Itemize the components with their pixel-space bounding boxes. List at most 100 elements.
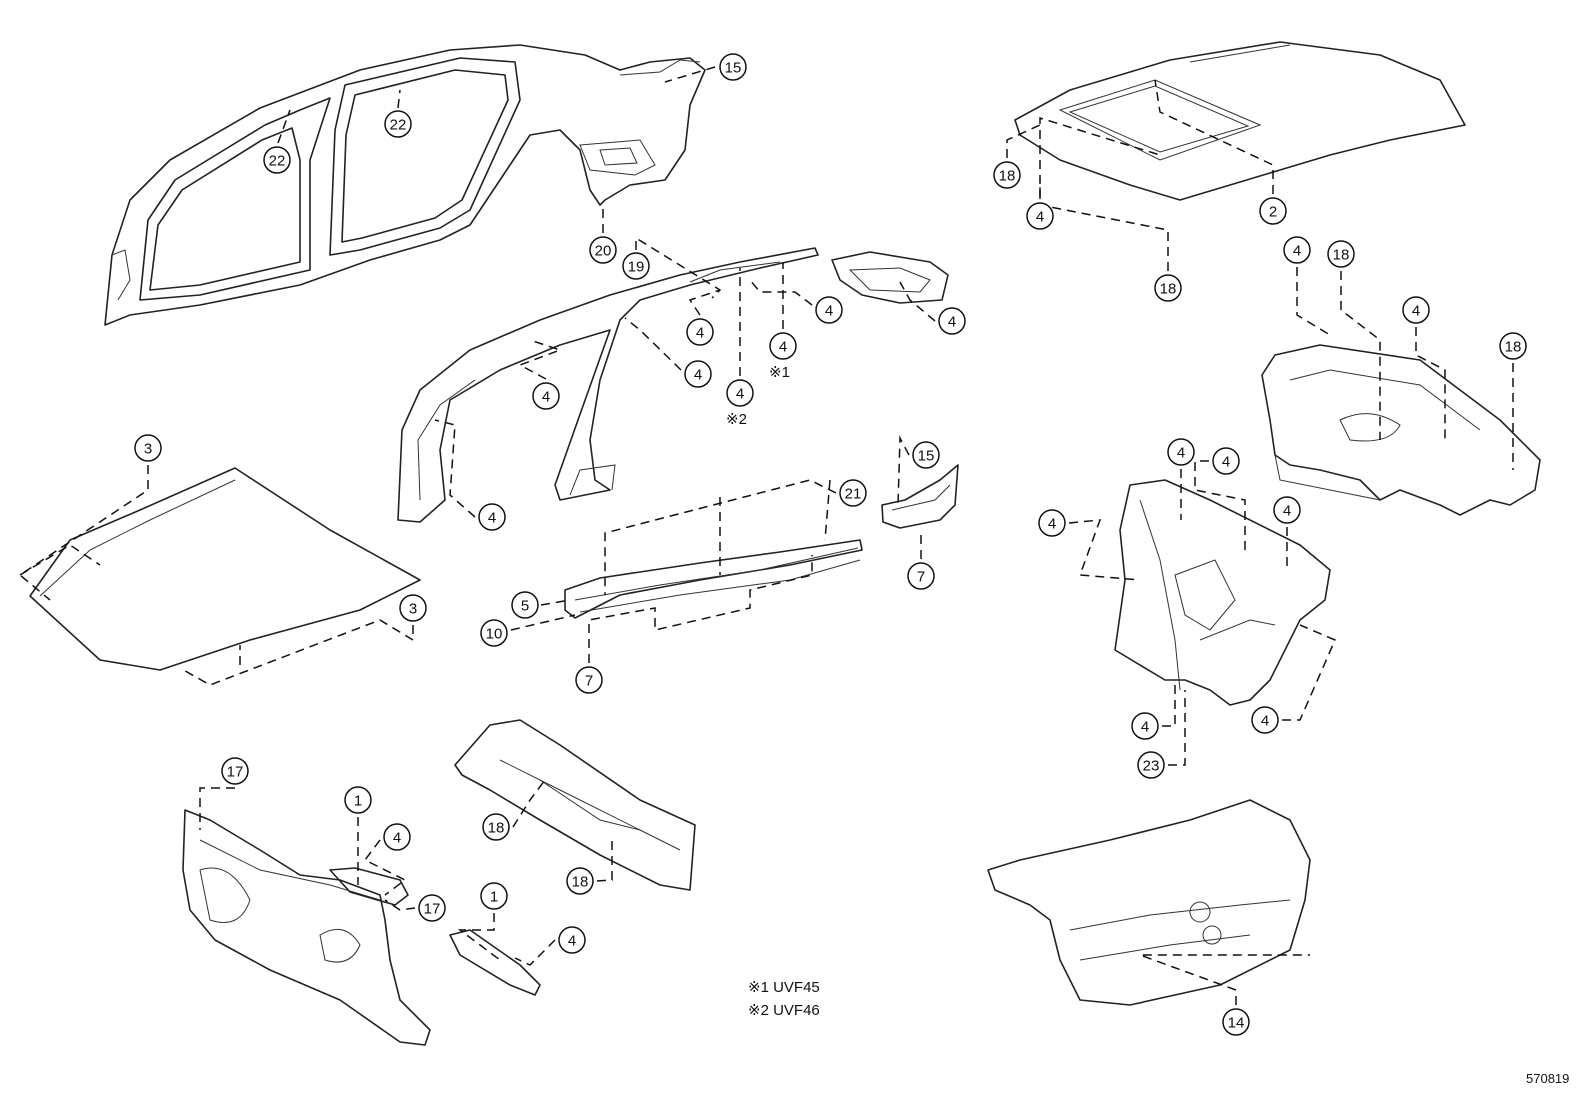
callout-circle xyxy=(1131,712,1159,740)
callout-circle xyxy=(134,434,162,462)
callout-number: 4 xyxy=(736,386,744,403)
callout-c18e: 18 xyxy=(1327,240,1355,268)
rear-pillar-bracket xyxy=(831,251,949,304)
callout-number: 4 xyxy=(1048,516,1056,533)
callout-c4r: 4 xyxy=(1131,712,1159,740)
callout-circle xyxy=(482,813,510,841)
callout-circle xyxy=(719,53,747,81)
callout-number: 14 xyxy=(1228,1015,1245,1032)
callout-circle xyxy=(383,823,411,851)
note-1-marker: ※1 xyxy=(769,364,790,381)
callout-c4d: 4 xyxy=(769,332,797,360)
callout-circle xyxy=(1273,496,1301,524)
callout-c5: 5 xyxy=(511,591,539,619)
legend-line-1: ※1 UVF45 xyxy=(748,979,820,996)
callout-circle xyxy=(1402,296,1430,324)
callout-c7a: 7 xyxy=(907,562,935,590)
callout-circle xyxy=(1283,236,1311,264)
callout-c20: 20 xyxy=(589,236,617,264)
callout-circle xyxy=(938,307,966,335)
callout-number: 4 xyxy=(696,325,704,342)
callout-circle xyxy=(907,562,935,590)
callout-circle xyxy=(1327,240,1355,268)
callout-c22a: 22 xyxy=(384,110,412,138)
callout-number: 4 xyxy=(1412,303,1420,320)
callout-circle xyxy=(1222,1008,1250,1036)
callout-circle xyxy=(1026,202,1054,230)
callout-c4h: 4 xyxy=(478,503,506,531)
callout-number: 4 xyxy=(948,314,956,331)
callout-group: 1522222019444444443315217510717141818171… xyxy=(134,53,1527,1036)
callout-circle xyxy=(726,379,754,407)
callout-number: 15 xyxy=(918,448,935,465)
callout-circle xyxy=(686,318,714,346)
callout-circle xyxy=(1038,509,1066,537)
trunk-lid xyxy=(987,799,1311,1006)
callout-number: 4 xyxy=(1222,454,1230,471)
callout-circle xyxy=(263,146,291,174)
dash-reinforcement-upper xyxy=(329,867,409,906)
rear-floor-pan xyxy=(1261,344,1541,516)
callout-number: 4 xyxy=(1177,445,1185,462)
rocker-panel xyxy=(564,539,863,619)
callout-c3b: 3 xyxy=(399,594,427,622)
callout-circle xyxy=(558,926,586,954)
rocker-extension xyxy=(881,464,959,529)
callout-c4s: 4 xyxy=(1251,706,1279,734)
callout-number: 19 xyxy=(628,259,645,276)
cowl-top-panel xyxy=(454,719,696,891)
callout-circle xyxy=(1212,447,1240,475)
callout-c18b: 18 xyxy=(566,867,594,895)
callout-number: 7 xyxy=(917,569,925,586)
callout-c4e: 4 xyxy=(684,360,712,388)
callout-number: 1 xyxy=(354,793,362,810)
callout-c19: 19 xyxy=(622,252,650,280)
callout-number: 17 xyxy=(227,764,244,781)
callout-c4p: 4 xyxy=(1038,509,1066,537)
callout-number: 17 xyxy=(424,901,441,918)
legend-line-2: ※2 UVF46 xyxy=(748,1002,820,1019)
hood-panel xyxy=(29,467,421,671)
callout-number: 3 xyxy=(409,601,417,618)
callout-circle xyxy=(1259,197,1287,225)
diagram-number: 570819 xyxy=(1526,1071,1569,1086)
callout-circle xyxy=(344,786,372,814)
callout-number: 20 xyxy=(595,243,612,260)
callout-number: 18 xyxy=(572,874,589,891)
callout-c23: 23 xyxy=(1137,751,1165,779)
callout-number: 22 xyxy=(269,153,286,170)
callout-number: 18 xyxy=(1333,247,1350,264)
callout-c4o: 4 xyxy=(1212,447,1240,475)
callout-number: 1 xyxy=(490,889,498,906)
callout-c4k: 4 xyxy=(1026,202,1054,230)
callout-c17b: 17 xyxy=(418,894,446,922)
callout-c4a: 4 xyxy=(686,318,714,346)
callout-circle xyxy=(1167,438,1195,466)
callout-circle xyxy=(575,666,603,694)
callout-number: 18 xyxy=(488,820,505,837)
callout-c18c: 18 xyxy=(993,161,1021,189)
callout-c14: 14 xyxy=(1222,1008,1250,1036)
callout-circle xyxy=(1251,706,1279,734)
callout-c10: 10 xyxy=(480,619,508,647)
callout-number: 2 xyxy=(1269,204,1277,221)
callout-number: 23 xyxy=(1143,758,1160,775)
callout-circle xyxy=(684,360,712,388)
callout-circle xyxy=(399,594,427,622)
callout-c2: 2 xyxy=(1259,197,1287,225)
callout-c4m: 4 xyxy=(1402,296,1430,324)
callout-number: 7 xyxy=(585,673,593,690)
callout-circle xyxy=(1499,332,1527,360)
callout-circle xyxy=(1154,274,1182,302)
callout-circle xyxy=(532,382,560,410)
callout-number: 4 xyxy=(568,933,576,950)
callout-number: 18 xyxy=(1505,339,1522,356)
callout-c4c: 4 xyxy=(938,307,966,335)
callout-c15a: 15 xyxy=(719,53,747,81)
callout-c4g: 4 xyxy=(532,382,560,410)
callout-c4n: 4 xyxy=(1167,438,1195,466)
callout-number: 22 xyxy=(390,117,407,134)
callout-number: 4 xyxy=(1261,713,1269,730)
